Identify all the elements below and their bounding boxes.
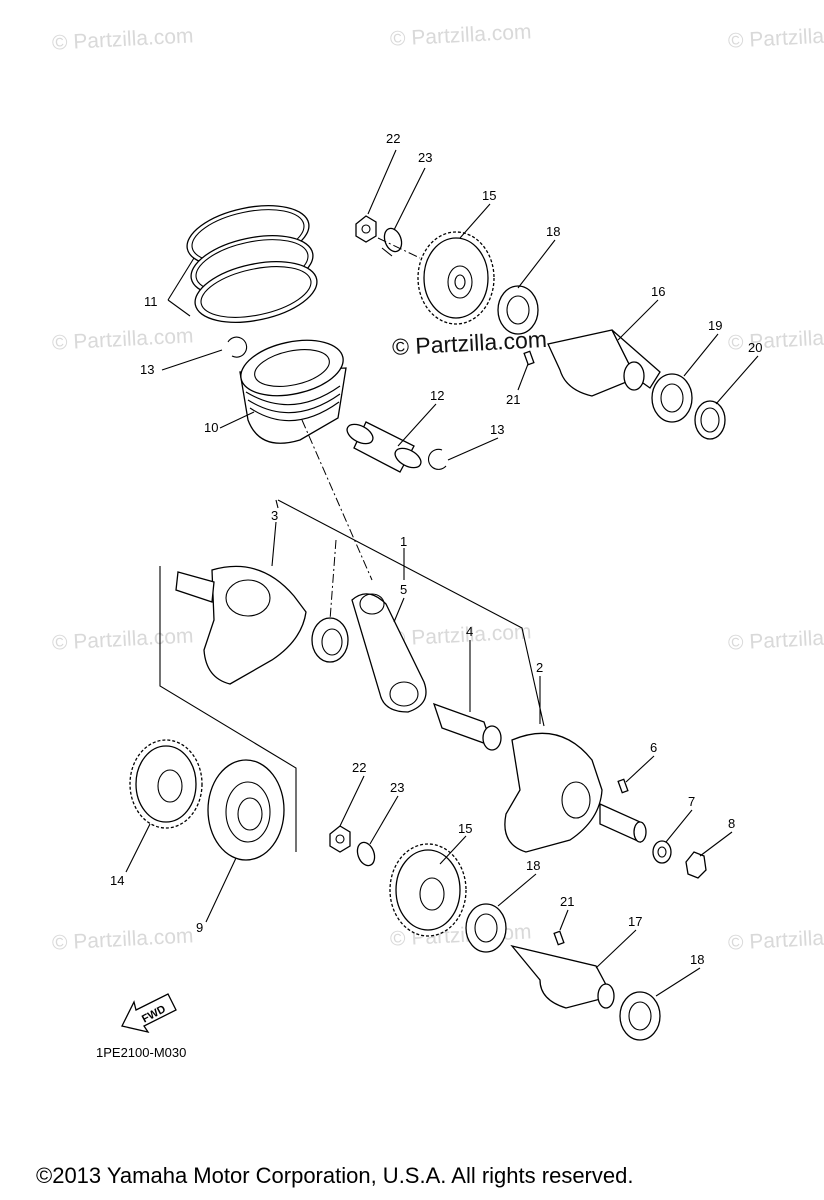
callout-label: 15 <box>482 188 496 203</box>
bearing-18-middle <box>465 903 507 953</box>
callout-label: 23 <box>418 150 432 165</box>
callout-label: 18 <box>526 858 540 873</box>
piston <box>239 339 347 444</box>
washer-23-bottom <box>356 841 376 867</box>
callout-label: 21 <box>506 392 520 407</box>
callout-label: 21 <box>560 894 574 909</box>
crank-left-3 <box>175 565 307 685</box>
oil-seal-20-inner <box>700 407 720 433</box>
callout-label: 6 <box>650 740 657 755</box>
circlip <box>428 448 447 470</box>
connecting-rod-5 <box>351 593 427 713</box>
copyright-notice: ©2013 Yamaha Motor Corporation, U.S.A. A… <box>36 1163 634 1188</box>
callout-label: 2 <box>536 660 543 675</box>
callout-label: 7 <box>688 794 695 809</box>
callout-numbers: 1 2 3 4 5 6 7 8 9 10 11 12 13 13 14 15 1… <box>110 131 762 967</box>
callout-label: 9 <box>196 920 203 935</box>
balancer-shaft-17 <box>510 944 615 1009</box>
nut-22-bottom-hole <box>335 834 345 844</box>
callout-label: 22 <box>386 131 400 146</box>
washer-23-top <box>381 227 403 257</box>
diagram-code: 1PE2100-M030 <box>96 1045 187 1060</box>
balancer-shaft-16 <box>547 329 661 397</box>
oil-seal-20 <box>694 400 726 440</box>
callout-label: 1 <box>400 534 407 549</box>
nut-8 <box>685 851 707 879</box>
callout-label: 19 <box>708 318 722 333</box>
washer-7 <box>652 840 672 864</box>
assembly-bracket-1 <box>275 499 545 727</box>
callout-label: 23 <box>390 780 404 795</box>
nut-22-top <box>355 215 377 243</box>
axis-line <box>301 419 373 581</box>
callout-label: 22 <box>352 760 366 775</box>
bearing-9 <box>207 759 285 861</box>
bearing-19 <box>651 373 693 423</box>
piston-rings <box>186 205 318 323</box>
callout-label: 8 <box>728 816 735 831</box>
circlip <box>227 336 248 358</box>
callout-label: 13 <box>140 362 154 377</box>
callout-label: 16 <box>651 284 665 299</box>
callout-label: 4 <box>466 624 473 639</box>
callout-label: 18 <box>546 224 560 239</box>
key-21-bottom <box>553 930 565 946</box>
callout-label: 17 <box>628 914 642 929</box>
leader-lines <box>125 149 759 997</box>
callout-label: 12 <box>430 388 444 403</box>
gear-15-top <box>417 231 495 325</box>
fwd-arrow-icon: FWD <box>121 993 177 1034</box>
bearing-19-inner <box>660 383 684 413</box>
key-21-top <box>523 350 535 366</box>
washer-7-inner <box>657 846 667 858</box>
assembly-bracket-left <box>159 566 297 852</box>
callout-label: 13 <box>490 422 504 437</box>
gear-15-bottom <box>389 843 467 937</box>
bearing-18-top <box>497 285 539 335</box>
primary-drive-gear-14 <box>129 739 203 829</box>
key-6 <box>617 778 629 794</box>
callout-label: 15 <box>458 821 472 836</box>
callout-label: 5 <box>400 582 407 597</box>
needle-bearing <box>311 617 349 663</box>
crank-pin-4 <box>432 702 502 751</box>
nut-22-bottom <box>329 825 351 853</box>
axis-line <box>377 237 421 259</box>
callout-label: 18 <box>690 952 704 967</box>
piston-pin <box>346 421 422 473</box>
axis-line <box>329 539 337 621</box>
callout-label: 10 <box>204 420 218 435</box>
callout-label: 20 <box>748 340 762 355</box>
bearing-18-bottom <box>619 991 661 1041</box>
callout-label: 3 <box>271 508 278 523</box>
callout-label: 14 <box>110 873 124 888</box>
callout-label: 11 <box>144 294 158 309</box>
crank-right-2 <box>504 732 647 853</box>
